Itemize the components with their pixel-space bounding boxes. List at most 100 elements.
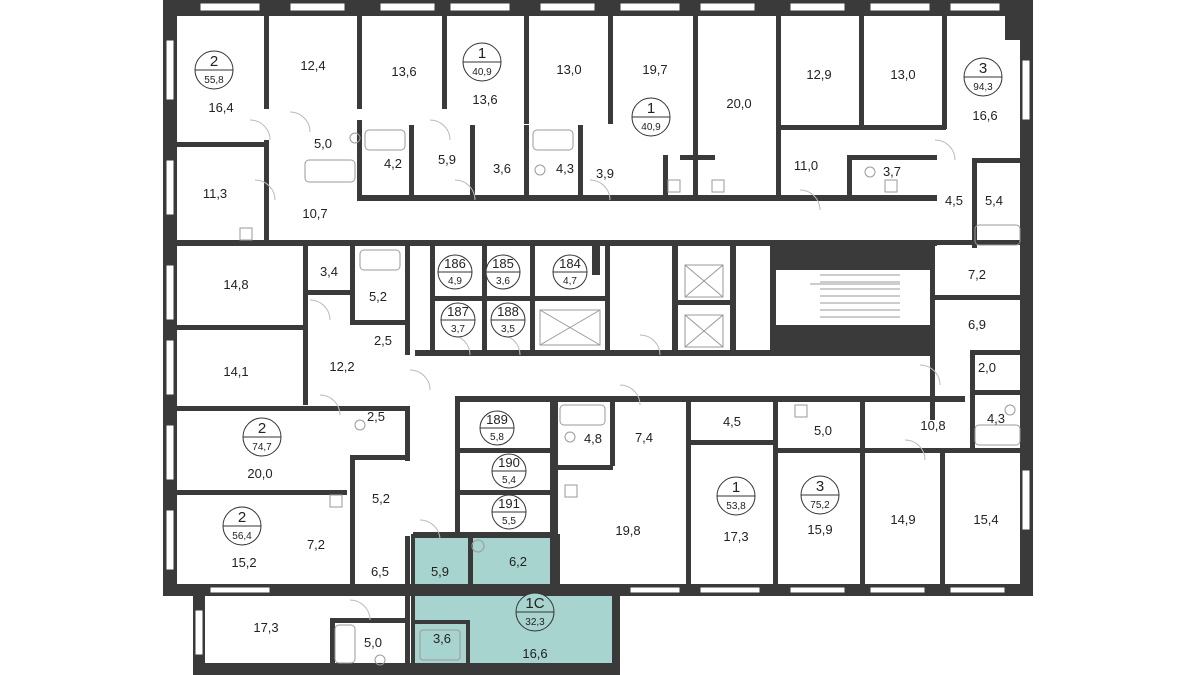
apartment-total-area: 55,8	[204, 75, 224, 86]
room-area: 3,9	[596, 166, 614, 181]
room-area: 3,7	[883, 164, 901, 179]
badge-storage-190[interactable]: 190 5,4	[491, 453, 527, 489]
room-area: 10,7	[302, 206, 327, 221]
room-area: 17,3	[723, 529, 748, 544]
room-area: 5,0	[814, 423, 832, 438]
room-area: 7,2	[307, 537, 325, 552]
storage-area: 4,9	[448, 276, 462, 287]
room-area: 13,6	[472, 92, 497, 107]
room-area-labels: 16,4 12,4 13,6 13,6 13,0 19,7 20,0 12,9 …	[203, 58, 1005, 661]
doors	[249, 111, 956, 621]
apartment-rooms: 2	[258, 420, 266, 437]
badge-apt-3-low-right[interactable]: 3 75,2	[800, 475, 840, 515]
room-area: 11,0	[794, 158, 818, 173]
room-area: 19,7	[642, 62, 667, 77]
storage-number: 190	[498, 455, 520, 470]
storage-area: 5,4	[502, 475, 516, 486]
badge-storage-189[interactable]: 189 5,8	[479, 410, 515, 446]
apartment-rooms: 2	[210, 53, 218, 70]
room-area: 20,0	[726, 96, 751, 111]
room-area: 15,4	[973, 512, 998, 527]
room-area: 5,4	[985, 193, 1003, 208]
room-area: 3,6	[493, 161, 511, 176]
room-area: 14,8	[223, 277, 248, 292]
room-area: 14,9	[890, 512, 915, 527]
room-area: 6,2	[509, 554, 527, 569]
room-area: 15,9	[807, 522, 832, 537]
room-area: 19,8	[615, 523, 640, 538]
room-area: 2,5	[374, 333, 392, 348]
badge-storage-191[interactable]: 191 5,5	[491, 494, 527, 530]
room-area: 7,4	[635, 430, 653, 445]
room-area: 13,0	[890, 67, 915, 82]
room-area: 5,9	[431, 564, 449, 579]
storage-area: 3,6	[496, 276, 510, 287]
room-area: 5,0	[314, 136, 332, 151]
room-area: 10,8	[920, 418, 945, 433]
room-area: 7,2	[968, 267, 986, 282]
room-area: 3,4	[320, 264, 338, 279]
room-area: 17,3	[253, 620, 278, 635]
room-area: 16,6	[522, 646, 547, 661]
storage-badges: 186 4,9 185 3,6 184 4,7 187 3,7 188 3,5	[437, 254, 588, 530]
apartment-rooms: 1	[647, 100, 655, 117]
apartment-rooms: 1	[478, 45, 486, 62]
apartment-total-area: 94,3	[973, 82, 993, 93]
badge-storage-186[interactable]: 186 4,9	[437, 254, 473, 290]
apartment-badges: 2 55,8 1 40,9 1 40,9 3 94,3 2 74,7	[194, 42, 1003, 632]
apartment-rooms: 1	[732, 479, 740, 496]
badge-storage-188[interactable]: 188 3,5	[490, 302, 526, 338]
staircase	[810, 274, 900, 318]
apartment-rooms: 1С	[525, 595, 544, 612]
apartment-rooms: 2	[238, 509, 246, 526]
storage-area: 5,5	[502, 516, 516, 527]
badge-apt-1-top-b[interactable]: 1 40,9	[631, 97, 671, 137]
storage-number: 189	[486, 412, 508, 427]
storage-area: 3,5	[501, 324, 515, 335]
room-area: 3,6	[433, 631, 451, 646]
apartment-total-area: 40,9	[641, 122, 661, 133]
room-area: 2,5	[367, 409, 385, 424]
room-area: 14,1	[223, 364, 248, 379]
room-area: 12,9	[806, 67, 831, 82]
room-area: 4,8	[584, 431, 602, 446]
storage-number: 186	[444, 256, 466, 271]
room-area: 13,0	[556, 62, 581, 77]
badge-storage-185[interactable]: 185 3,6	[485, 254, 521, 290]
room-area: 5,2	[372, 491, 390, 506]
badge-apt-3-top-right[interactable]: 3 94,3	[963, 57, 1003, 97]
badge-storage-184[interactable]: 184 4,7	[552, 254, 588, 290]
apartment-total-area: 40,9	[472, 67, 492, 78]
badge-apt-1c-highlighted[interactable]: 1С 32,3	[515, 592, 555, 632]
room-area: 4,3	[556, 161, 574, 176]
storage-number: 191	[498, 496, 520, 511]
badge-apt-2-mid-left[interactable]: 2 74,7	[242, 417, 282, 457]
room-area: 4,3	[987, 411, 1005, 426]
room-area: 2,0	[978, 360, 996, 375]
room-area: 20,0	[247, 466, 272, 481]
badge-storage-187[interactable]: 187 3,7	[440, 302, 476, 338]
room-area: 5,2	[369, 289, 387, 304]
badge-apt-1-low-mid[interactable]: 1 53,8	[716, 476, 756, 516]
storage-number: 188	[497, 304, 519, 319]
apartment-total-area: 56,4	[232, 531, 252, 542]
room-area: 16,4	[208, 100, 233, 115]
storage-number: 184	[559, 256, 581, 271]
badge-apt-2-low-left[interactable]: 2 56,4	[222, 506, 262, 546]
room-area: 11,3	[203, 186, 227, 201]
room-area: 12,4	[300, 58, 325, 73]
room-area: 5,9	[438, 152, 456, 167]
storage-area: 4,7	[563, 276, 577, 287]
room-area: 16,6	[972, 108, 997, 123]
room-area: 4,5	[723, 414, 741, 429]
apartment-total-area: 74,7	[252, 442, 272, 453]
storage-area: 5,8	[490, 432, 504, 443]
badge-apt-1-top-a[interactable]: 1 40,9	[462, 42, 502, 82]
apartment-total-area: 75,2	[810, 500, 830, 511]
storage-number: 187	[447, 304, 469, 319]
room-area: 15,2	[231, 555, 256, 570]
badge-apt-2-top-left[interactable]: 2 55,8	[194, 50, 234, 90]
room-area: 4,2	[384, 156, 402, 171]
apartment-total-area: 32,3	[525, 617, 545, 628]
